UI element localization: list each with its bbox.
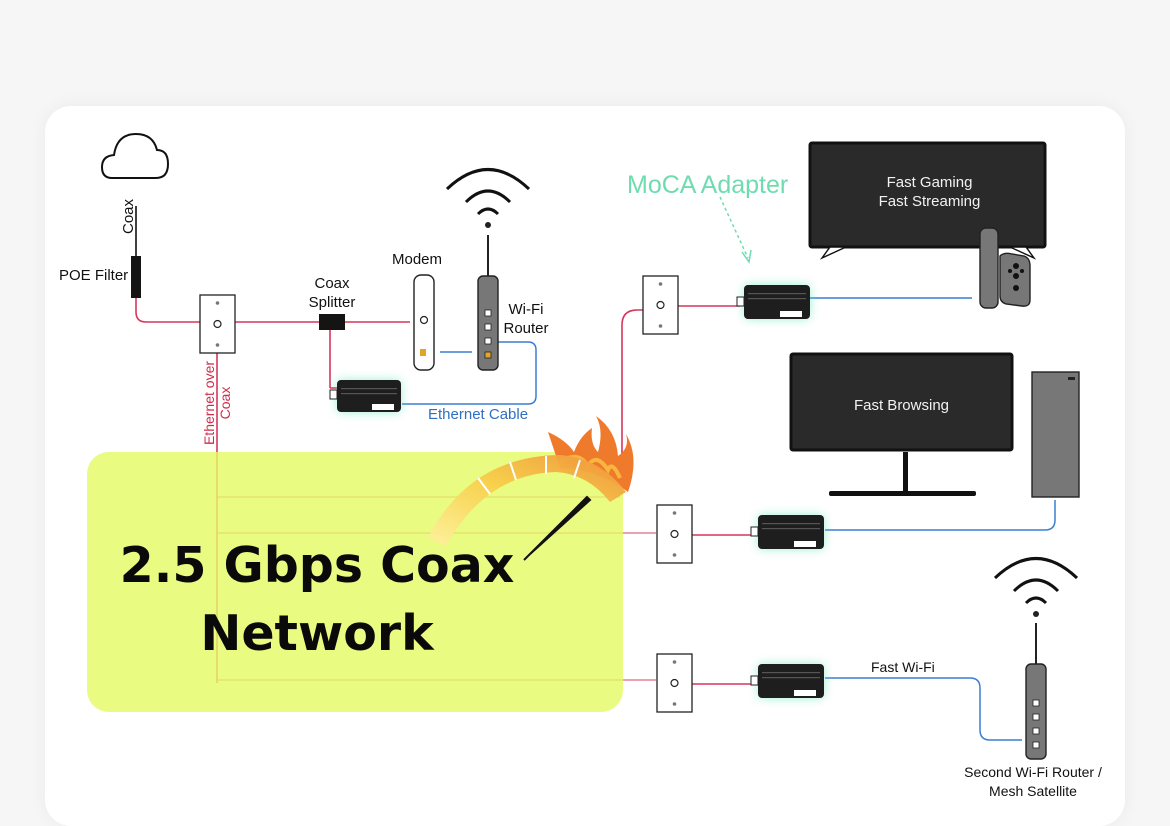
moca-pointer-arrow <box>719 196 749 259</box>
moca-adapter-main <box>329 380 401 412</box>
game-console <box>979 227 1031 309</box>
ethernet-cables <box>402 297 1056 741</box>
poe-filter-label: POE Filter <box>59 267 129 284</box>
flame-icon <box>548 416 634 492</box>
coax-splitter-label-line1: Coax <box>314 275 350 292</box>
speed-gauge-arc <box>428 455 626 546</box>
tv <box>808 141 1047 260</box>
moca-adapter-mesh <box>750 664 824 698</box>
headline-line2: Network <box>200 605 434 662</box>
speed-needle <box>523 495 592 561</box>
mesh-label-line1: Second Wi-Fi Router / <box>964 764 1102 780</box>
wall-plate-tv <box>642 275 679 335</box>
wifi-router-label-line1: Wi-Fi <box>508 301 544 318</box>
wall-plate-main <box>199 294 236 354</box>
moca-adapter-desktop <box>750 515 824 549</box>
fast-wifi-label: Fast Wi-Fi <box>871 659 935 675</box>
wifi-router <box>445 168 531 371</box>
headline-banner <box>87 452 623 712</box>
page: Coax POE Filter Coax Splitter Modem Wi-F… <box>59 132 1116 801</box>
tv-screen-text: Fast Gaming Fast Streaming <box>812 173 1047 211</box>
tv-text-line2: Fast Streaming <box>878 193 981 210</box>
poe-filter <box>131 256 141 298</box>
modem-label: Modem <box>392 251 443 268</box>
coax-splitter-label: Coax Splitter <box>300 274 364 312</box>
monitor-screen-text: Fast Browsing <box>853 397 950 414</box>
desktop-monitor <box>789 352 1014 496</box>
headline-line1: 2.5 Gbps Coax <box>119 537 515 594</box>
coax-splitter-label-line2: Splitter <box>308 294 356 311</box>
wifi-router-label-line2: Router <box>503 320 549 337</box>
tv-text-line1: Fast Gaming <box>886 174 973 191</box>
mesh-router <box>993 557 1079 760</box>
mesh-label-line2: Mesh Satellite <box>989 783 1077 799</box>
coax-splitter <box>319 314 345 330</box>
moca-adapter-label: MoCA Adapter <box>627 171 789 199</box>
wall-plate-desktop <box>656 504 693 564</box>
desktop-tower <box>1031 371 1080 498</box>
modem <box>413 274 435 371</box>
wifi-router-label: Wi-Fi Router <box>500 300 552 338</box>
moca-adapter-tv <box>736 285 810 319</box>
wall-plate-mesh <box>656 653 693 713</box>
ethernet-cable-label: Ethernet Cable <box>428 406 529 423</box>
cloud-icon <box>100 132 170 179</box>
mesh-label: Second Wi-Fi Router / Mesh Satellite <box>950 763 1116 801</box>
speedometer-graphic <box>428 416 634 561</box>
